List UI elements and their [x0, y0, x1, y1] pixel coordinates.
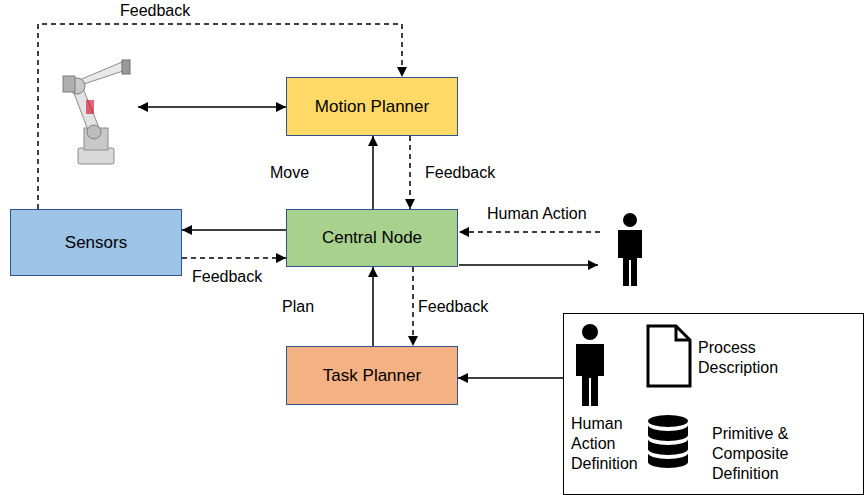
- feedback-arrow: [182, 257, 286, 259]
- feedback-arrow: [412, 267, 414, 346]
- panel-label: Process Description: [698, 338, 798, 378]
- process-box: Motion Planner: [286, 77, 458, 136]
- box-label: Task Planner: [323, 366, 421, 386]
- box-label: Sensors: [65, 233, 127, 253]
- edge-label: Feedback: [190, 268, 264, 286]
- process-box: Central Node: [286, 209, 458, 267]
- edge-label: Move: [268, 164, 311, 182]
- human-output-arrow: [459, 264, 598, 266]
- human-action-arrow: [459, 231, 600, 233]
- panel-label: Primitive & Composite Definition: [712, 424, 812, 484]
- input-panel: Process DescriptionHuman Action Definiti…: [563, 313, 864, 495]
- human-figure: [618, 213, 642, 286]
- edge-label: Plan: [280, 298, 316, 316]
- flow-arrow: [372, 136, 374, 209]
- feedback-arrow: [409, 136, 411, 209]
- edge-label: Feedback: [423, 164, 497, 182]
- box-label: Motion Planner: [315, 97, 429, 117]
- edge-label: Feedback: [118, 2, 192, 20]
- human-icon: [576, 324, 604, 406]
- box-label: Central Node: [322, 228, 422, 248]
- flow-arrow: [372, 267, 374, 346]
- robot-arm: [63, 60, 130, 164]
- process-box: Sensors: [10, 209, 182, 276]
- flow-arrow: [182, 229, 286, 231]
- flow-arrow: [458, 377, 563, 379]
- robot-link: [138, 106, 286, 108]
- process-box: Task Planner: [286, 346, 458, 405]
- document-icon: [648, 326, 690, 386]
- database-icon: [648, 415, 688, 468]
- panel-label: Human Action Definition: [571, 414, 651, 474]
- edge-label: Feedback: [416, 298, 490, 316]
- arrow-label: Human Action: [485, 205, 589, 223]
